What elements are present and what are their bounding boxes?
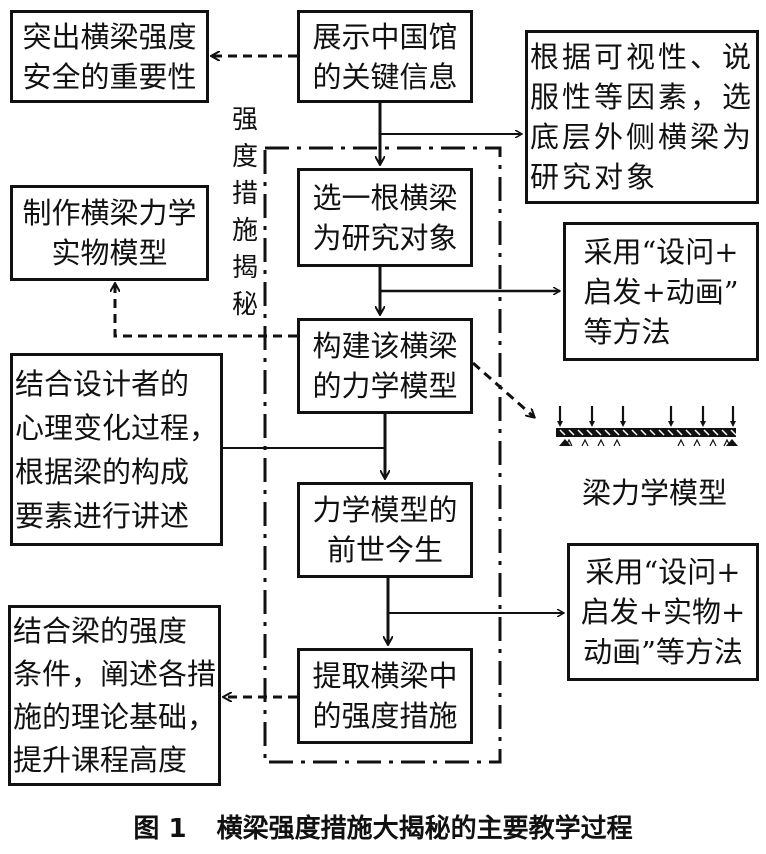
frame-label: 强 度 措 施 揭 秘: [231, 105, 258, 320]
beam-truss-mark: [586, 429, 593, 436]
note-theory-basis-text: 结合梁的强度 条件，阐述各措 施的理论基础， 提升课程高度: [12, 613, 216, 777]
figure-caption: 图 1 横梁强度措施大揭秘的主要教学过程: [0, 808, 766, 845]
note-method-1: 采用“设问+ 启发+动画” 等方法: [563, 222, 759, 361]
load-arrowhead: [620, 421, 626, 427]
beam-truss-mark: [622, 429, 629, 436]
note-physical-model-text: 制作横梁力学 实物模型: [22, 196, 197, 270]
support-roller: [581, 438, 589, 447]
load-arrowhead: [557, 421, 563, 427]
note-selection-reason: 根据可视性、说 服性等因素，选 底层外侧横梁为 研究对象: [525, 30, 759, 204]
support-roller: [677, 438, 685, 447]
load-arrowhead: [730, 421, 736, 427]
beam-body: [556, 428, 736, 437]
beam-truss-mark: [667, 429, 674, 436]
support-roller: [597, 438, 605, 447]
figure-number: 图 1: [133, 814, 187, 844]
dashed-arrow-to-physical-model: [115, 284, 297, 338]
beam-truss-mark: [631, 429, 638, 436]
note-method-1-text: 采用“设问+ 启发+动画” 等方法: [583, 234, 739, 349]
note-designer-psychology-text: 结合设计者的 心理变化过程， 根据梁的构成 要素进行讲述: [14, 366, 218, 533]
beam-truss-mark: [703, 429, 710, 436]
step-build-model-text: 构建该横梁 的力学模型: [312, 329, 458, 403]
beam-truss-mark: [640, 429, 647, 436]
note-physical-model: 制作横梁力学 实物模型: [10, 185, 209, 281]
support-roller: [565, 438, 573, 447]
step-model-history: 力学模型的 前世今生: [297, 482, 473, 578]
step-select-beam-text: 选一根横梁 为研究对象: [312, 180, 458, 255]
beam-truss-mark: [676, 429, 683, 436]
note-highlight-safety-text: 突出横梁强度 安全的重要性: [22, 19, 197, 94]
step-extract-measures: 提取横梁中 的强度措施: [297, 648, 473, 744]
beam-truss-mark: [613, 429, 620, 436]
beam-model-label: 梁力学模型: [582, 476, 728, 510]
note-method-2-text: 采用“设问+ 启发+实物+ 动画”等方法: [580, 555, 746, 669]
beam-truss-mark: [694, 429, 701, 436]
beam-truss-mark: [721, 429, 728, 436]
step-build-model: 构建该横梁 的力学模型: [297, 318, 473, 414]
note-selection-reason-text: 根据可视性、说 服性等因素，选 底层外侧横梁为 研究对象: [529, 40, 754, 194]
note-method-2: 采用“设问+ 启发+实物+ 动画”等方法: [567, 543, 759, 681]
beam-truss-mark: [595, 429, 602, 436]
step-extract-measures-text: 提取横梁中 的强度措施: [312, 659, 458, 733]
support-roller: [709, 438, 717, 447]
support-roller: [723, 438, 731, 447]
beam-truss-mark: [604, 429, 611, 436]
note-highlight-safety: 突出横梁强度 安全的重要性: [10, 10, 209, 103]
step-show-info: 展示中国馆 的关键信息: [297, 10, 473, 103]
beam-truss-mark: [685, 429, 692, 436]
load-arrowhead: [589, 421, 595, 427]
step-model-history-text: 力学模型的 前世今生: [312, 493, 458, 567]
beam-truss-mark: [577, 429, 584, 436]
beam-truss-mark: [649, 429, 656, 436]
support-roller: [693, 438, 701, 447]
support-pin: [559, 439, 571, 446]
dashed-arrow-to-beam-figure: [472, 361, 534, 417]
note-theory-basis: 结合梁的强度 条件，阐述各措 施的理论基础， 提升课程高度: [8, 605, 221, 786]
beam-truss-mark: [712, 429, 719, 436]
support-roller: [613, 438, 621, 447]
beam-truss-mark: [658, 429, 665, 436]
load-arrowhead: [700, 421, 706, 427]
load-arrowhead: [668, 421, 674, 427]
beam-truss-mark: [568, 429, 575, 436]
beam-model-figure: [556, 406, 738, 447]
figure-title: 横梁强度措施大揭秘的主要教学过程: [216, 814, 633, 844]
step-select-beam: 选一根横梁 为研究对象: [297, 168, 473, 267]
note-designer-psychology: 结合设计者的 心理变化过程， 根据梁的构成 要素进行讲述: [10, 353, 223, 546]
beam-truss-mark: [559, 429, 566, 436]
step-show-info-text: 展示中国馆 的关键信息: [312, 19, 458, 94]
section-frame: [263, 146, 502, 764]
beam-truss-mark: [730, 429, 737, 436]
